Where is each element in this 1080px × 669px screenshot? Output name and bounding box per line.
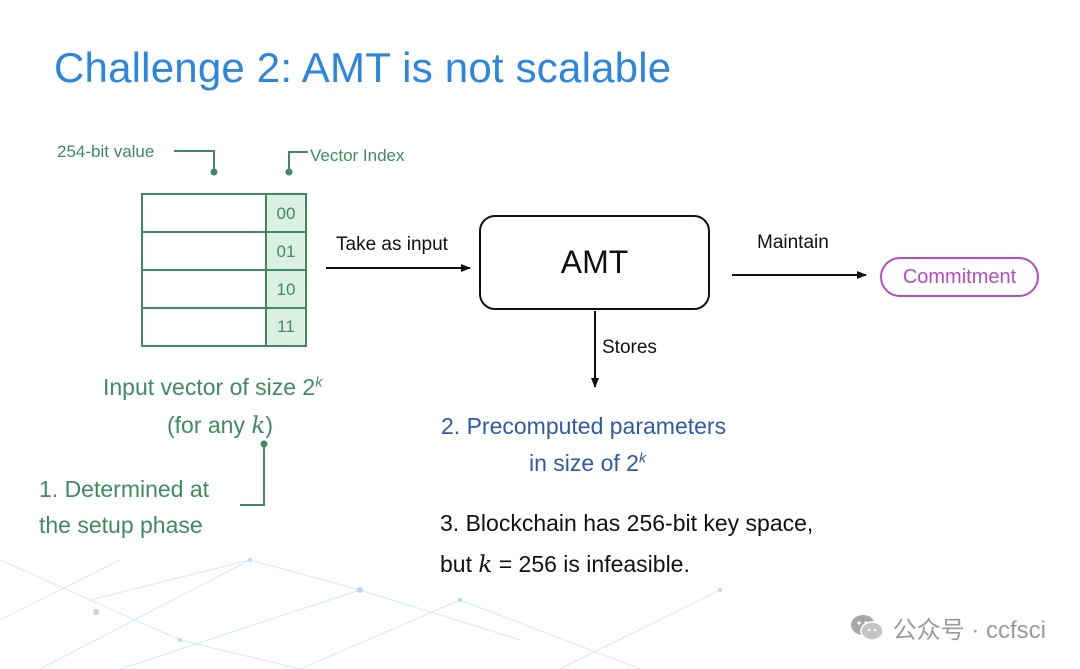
value-leader-line <box>174 150 215 170</box>
vector-index-cell: 00 <box>267 195 305 231</box>
value-leader-dot <box>210 168 218 176</box>
vector-row: 10 <box>143 271 305 309</box>
vector-index-cell: 01 <box>267 233 305 269</box>
note1-line2: the setup phase <box>39 512 203 538</box>
note2-exponent: k <box>638 450 647 467</box>
note1-leader-line <box>240 446 265 506</box>
note3-variable: k <box>478 552 493 578</box>
page-title: Challenge 2: AMT is not scalable <box>54 44 672 91</box>
note1-leader-dot <box>260 440 268 448</box>
note2-line2: in size of 2k <box>529 450 646 477</box>
value-callout-label: 254-bit value <box>57 142 155 161</box>
commitment-label: Commitment <box>902 265 1017 288</box>
wechat-icon <box>850 614 884 641</box>
note3-line2: but k = 256 is infeasible. <box>440 551 690 578</box>
index-callout-label: Vector Index <box>310 146 405 165</box>
amt-node: AMT <box>479 215 710 310</box>
stores-label: Stores <box>602 337 657 358</box>
vector-caption-exponent: k <box>315 374 323 391</box>
commitment-node: Commitment <box>880 257 1039 297</box>
note1-line1: 1. Determined at <box>39 476 210 502</box>
vector-row: 11 <box>143 309 305 345</box>
watermark-text: 公众号 · ccfsci <box>892 617 1046 644</box>
vector-caption-line1: Input vector of size 2k <box>103 374 322 401</box>
vector-caption-text: (for any <box>167 412 252 438</box>
note3-line1: 3. Blockchain has 256-bit key space, <box>440 510 814 536</box>
maintain-label: Maintain <box>757 232 829 253</box>
note3-text: but <box>440 551 479 577</box>
vector-caption-variable: k <box>251 413 266 439</box>
note3-text: = 256 is infeasible. <box>492 551 690 577</box>
vector-caption-text: Input vector of size 2 <box>103 374 316 400</box>
index-leader-dot <box>285 168 293 176</box>
watermark: 公众号 · ccfsci <box>849 610 1046 645</box>
vector-index-cell: 11 <box>267 309 305 345</box>
input-vector-table: 00 01 10 11 <box>141 193 307 347</box>
amt-label: AMT <box>560 244 629 280</box>
vector-index-cell: 10 <box>267 271 305 307</box>
vector-value-cell <box>143 271 267 307</box>
take-as-input-label: Take as input <box>336 234 448 255</box>
vector-value-cell <box>143 233 267 269</box>
vector-caption-line2: (for any k) <box>167 412 273 439</box>
vector-row: 01 <box>143 233 305 271</box>
vector-value-cell <box>143 195 267 231</box>
note2-line1: 2. Precomputed parameters <box>441 413 727 439</box>
vector-row: 00 <box>143 195 305 233</box>
vector-caption-text: ) <box>265 412 273 438</box>
vector-value-cell <box>143 309 267 345</box>
note2-text: in size of 2 <box>529 450 639 476</box>
index-leader-line <box>288 151 308 170</box>
